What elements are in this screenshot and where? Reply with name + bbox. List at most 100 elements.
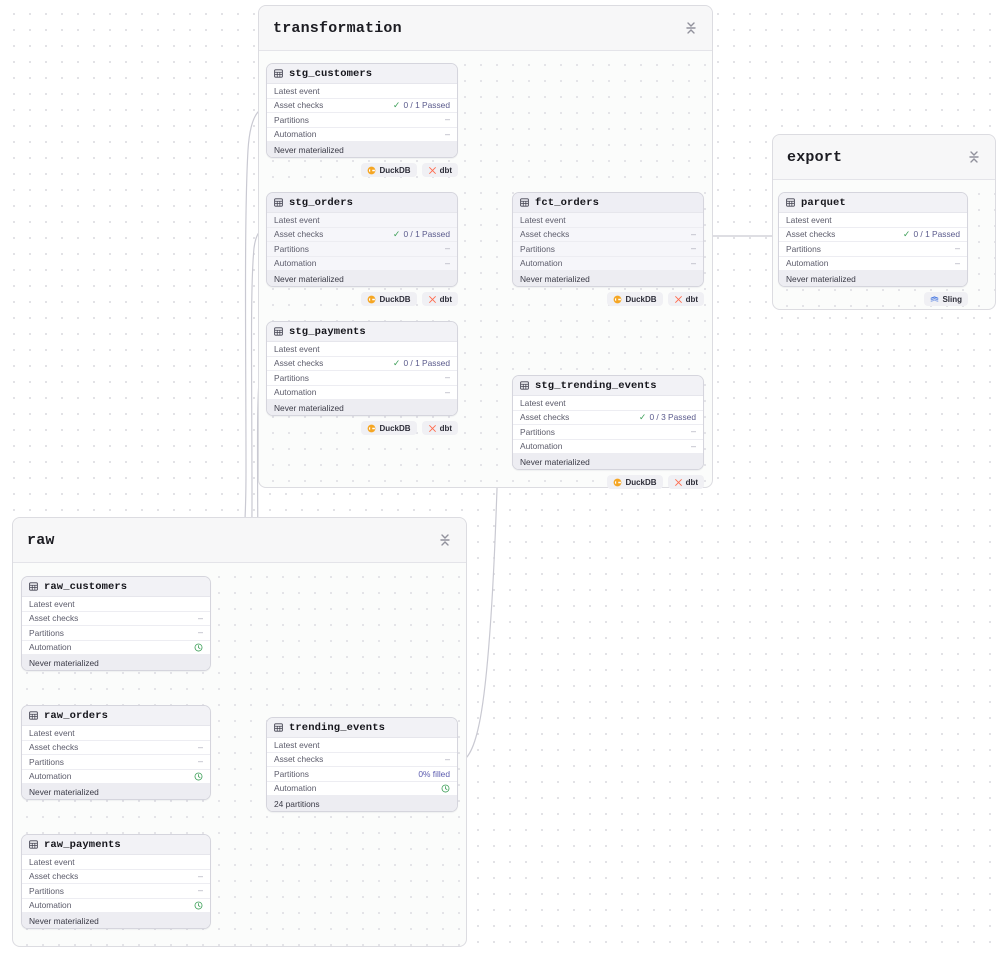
- badge-duckdb[interactable]: DuckDB: [361, 163, 417, 177]
- asset-row-value: ✓0 / 1 Passed: [393, 229, 450, 239]
- clock-icon[interactable]: [194, 643, 203, 652]
- check-icon: ✓: [902, 228, 911, 239]
- asset-card-header-parquet[interactable]: parquet: [779, 193, 967, 213]
- table-icon: [786, 198, 795, 207]
- asset-card-header-stg_trending_events[interactable]: stg_trending_events: [513, 376, 703, 396]
- asset-row-label: Latest event: [520, 397, 566, 408]
- asset-row-automation: Automation–: [267, 257, 457, 271]
- group-header-raw[interactable]: raw: [13, 518, 466, 563]
- empty-dash: –: [690, 426, 696, 437]
- asset-row-partitions: Partitions–: [779, 242, 967, 257]
- badge-sling[interactable]: Sling: [924, 292, 968, 306]
- asset-row-label: Automation: [29, 771, 72, 782]
- empty-dash: –: [197, 756, 203, 767]
- asset-row-partitions: Partitions–: [22, 884, 210, 899]
- asset-row-partitions: Partitions–: [267, 371, 457, 386]
- asset-row-label: Latest event: [29, 727, 75, 738]
- badge-dbt[interactable]: dbt: [667, 292, 704, 306]
- duckdb-icon: [367, 295, 376, 304]
- asset-row-asset-checks: Asset checks–: [513, 228, 703, 242]
- asset-row-label: Automation: [274, 258, 317, 269]
- asset-row-value: –: [198, 886, 203, 895]
- asset-row-automation: Automation–: [779, 257, 967, 271]
- group-header-transformation[interactable]: transformation: [259, 6, 712, 51]
- asset-row-label: Partitions: [520, 243, 555, 254]
- clock-icon[interactable]: [441, 784, 450, 793]
- asset-badges-stg_orders: DuckDB dbt: [361, 292, 458, 306]
- badge-duckdb[interactable]: DuckDB: [361, 292, 417, 306]
- asset-card-header-trending_events[interactable]: trending_events: [267, 718, 457, 738]
- asset-row-value: [194, 772, 203, 781]
- asset-row-latest-event: Latest event: [267, 84, 457, 99]
- asset-badges-parquet: Sling: [924, 292, 968, 306]
- asset-name-stg_orders: stg_orders: [289, 196, 354, 209]
- empty-dash: –: [690, 243, 696, 254]
- asset-row-latest-event: Latest event: [779, 213, 967, 228]
- empty-dash: –: [690, 440, 696, 451]
- table-icon: [29, 582, 38, 591]
- asset-card-header-raw_orders[interactable]: raw_orders: [22, 706, 210, 726]
- partition-fill-status[interactable]: 0% filled: [418, 768, 450, 779]
- asset-card-header-stg_customers[interactable]: stg_customers: [267, 64, 457, 84]
- asset-row-label: Automation: [786, 258, 829, 269]
- badge-label: dbt: [439, 423, 452, 433]
- asset-card-header-stg_orders[interactable]: stg_orders: [267, 193, 457, 213]
- collapse-icon[interactable]: [967, 150, 981, 164]
- badge-duckdb[interactable]: DuckDB: [607, 475, 663, 489]
- collapse-icon[interactable]: [438, 533, 452, 547]
- sling-icon: [930, 295, 939, 304]
- badge-dbt[interactable]: dbt: [421, 421, 458, 435]
- empty-dash: –: [690, 257, 696, 268]
- clock-icon[interactable]: [194, 901, 203, 910]
- asset-row-label: Latest event: [29, 856, 75, 867]
- asset-card-header-raw_customers[interactable]: raw_customers: [22, 577, 210, 597]
- group-header-export[interactable]: export: [773, 135, 995, 180]
- asset-card-header-raw_payments[interactable]: raw_payments: [22, 835, 210, 855]
- asset-row-label: Partitions: [274, 243, 309, 254]
- asset-row-asset-checks: Asset checks✓0 / 1 Passed: [267, 357, 457, 371]
- asset-row-label: Latest event: [29, 598, 75, 609]
- badge-label: DuckDB: [625, 294, 657, 304]
- clock-icon[interactable]: [194, 772, 203, 781]
- duckdb-icon: [613, 295, 622, 304]
- badge-duckdb[interactable]: DuckDB: [361, 421, 417, 435]
- badge-duckdb[interactable]: DuckDB: [607, 292, 663, 306]
- asset-card-header-stg_payments[interactable]: stg_payments: [267, 322, 457, 342]
- asset-row-value: –: [690, 440, 696, 451]
- asset-checks-status: 0 / 1 Passed: [403, 358, 450, 369]
- asset-card-header-fct_orders[interactable]: fct_orders: [513, 193, 703, 213]
- collapse-icon[interactable]: [684, 21, 698, 35]
- badge-dbt[interactable]: dbt: [421, 292, 458, 306]
- empty-dash: –: [444, 128, 450, 139]
- asset-name-raw_payments: raw_payments: [44, 838, 121, 851]
- badge-dbt[interactable]: dbt: [667, 475, 704, 489]
- asset-name-fct_orders: fct_orders: [535, 196, 600, 209]
- asset-status-stg_payments: Never materialized: [267, 400, 457, 415]
- badge-dbt[interactable]: dbt: [421, 163, 458, 177]
- asset-name-parquet: parquet: [801, 196, 846, 209]
- badge-label: dbt: [685, 477, 698, 487]
- asset-badges-stg_payments: DuckDB dbt: [361, 421, 458, 435]
- badge-label: DuckDB: [379, 423, 411, 433]
